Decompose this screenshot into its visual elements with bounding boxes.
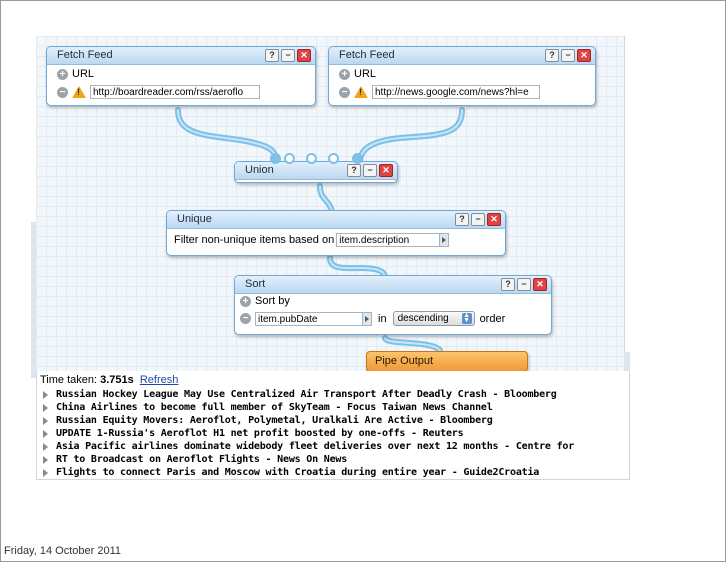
module-title: Unique xyxy=(177,213,212,225)
union-input-port-4[interactable] xyxy=(328,153,339,164)
union-input-port-5[interactable] xyxy=(352,153,363,164)
list-item[interactable]: Russian Equity Movers: Aeroflot, Polymet… xyxy=(43,414,629,427)
minimize-button[interactable]: − xyxy=(471,213,485,226)
union-input-port-1[interactable] xyxy=(270,153,281,164)
unique-module[interactable]: Unique ? − ✕ Filter non-unique items bas… xyxy=(166,210,506,256)
module-header[interactable]: Sort ? − ✕ xyxy=(235,276,551,294)
remove-url-icon[interactable]: − xyxy=(57,86,68,98)
help-button[interactable]: ? xyxy=(545,49,559,62)
fetch-feed-module-2[interactable]: Fetch Feed ? − ✕ + URL − http://news.goo… xyxy=(328,46,596,106)
close-button[interactable]: ✕ xyxy=(533,278,547,291)
result-list: Russian Hockey League May Use Centralize… xyxy=(43,388,629,479)
module-title: Fetch Feed xyxy=(339,49,395,61)
expand-triangle-icon[interactable] xyxy=(43,455,48,464)
minimize-button[interactable]: − xyxy=(281,49,295,62)
pipe-output-title: Pipe Output xyxy=(375,355,434,367)
url-input[interactable]: http://boardreader.com/rss/aeroflo xyxy=(90,85,260,99)
in-label: in xyxy=(378,312,387,325)
close-button[interactable]: ✕ xyxy=(379,164,393,177)
expand-triangle-icon[interactable] xyxy=(43,429,48,438)
module-title: Union xyxy=(245,164,274,176)
refresh-link[interactable]: Refresh xyxy=(139,374,179,386)
time-taken-value: 3.751s xyxy=(100,374,134,386)
union-module[interactable]: Union ? − ✕ xyxy=(234,161,398,183)
module-header[interactable]: Unique ? − ✕ xyxy=(167,211,505,229)
expand-triangle-icon[interactable] xyxy=(43,390,48,399)
canvas-right-strip xyxy=(624,352,630,382)
select-arrows-icon: ▲▼ xyxy=(461,312,472,324)
module-title: Sort xyxy=(245,278,266,290)
list-item[interactable]: RT to Broadcast on Aeroflot Flights - Ne… xyxy=(43,453,629,466)
url-input[interactable]: http://news.google.com/news?hl=e xyxy=(372,85,540,99)
minimize-button[interactable]: − xyxy=(561,49,575,62)
close-button[interactable]: ✕ xyxy=(577,49,591,62)
sort-order-value: descending xyxy=(397,313,449,324)
sort-module[interactable]: Sort ? − ✕ + Sort by − item.pubDate in d… xyxy=(234,275,552,335)
list-item[interactable]: Flights to connect Paris and Moscow with… xyxy=(43,466,629,479)
slide-date-footer: Friday, 14 October 2011 xyxy=(4,545,121,557)
debugger-results-panel: Time taken: 3.751s Refresh Russian Hocke… xyxy=(36,371,630,480)
sort-field-input[interactable]: item.pubDate xyxy=(255,311,363,326)
help-button[interactable]: ? xyxy=(347,164,361,177)
list-item[interactable]: China Airlines to become full member of … xyxy=(43,401,629,414)
remove-sort-icon[interactable]: − xyxy=(240,313,251,324)
time-taken-label: Time taken: xyxy=(40,374,98,386)
close-button[interactable]: ✕ xyxy=(297,49,311,62)
help-button[interactable]: ? xyxy=(501,278,515,291)
canvas-edge-strip xyxy=(31,222,36,378)
field-picker-arrow-icon[interactable] xyxy=(363,311,372,326)
wire-fetch2-union[interactable] xyxy=(357,107,465,165)
url-label: URL xyxy=(354,68,377,80)
expand-triangle-icon[interactable] xyxy=(43,403,48,412)
order-label: order xyxy=(479,312,506,325)
close-button[interactable]: ✕ xyxy=(487,213,501,226)
help-button[interactable]: ? xyxy=(265,49,279,62)
minimize-button[interactable]: − xyxy=(363,164,377,177)
warning-icon xyxy=(354,86,368,98)
expand-triangle-icon[interactable] xyxy=(43,468,48,477)
expand-triangle-icon[interactable] xyxy=(43,442,48,451)
module-header[interactable]: Fetch Feed ? − ✕ xyxy=(47,47,315,65)
pipe-output-module[interactable]: Pipe Output xyxy=(366,351,528,372)
unique-field-input[interactable]: item.description xyxy=(336,233,441,247)
add-url-icon[interactable]: + xyxy=(339,68,350,80)
filter-label: Filter non-unique items based on xyxy=(174,234,335,246)
warning-icon xyxy=(72,86,86,98)
expand-triangle-icon[interactable] xyxy=(43,416,48,425)
sort-by-label: Sort by xyxy=(255,295,290,307)
url-label: URL xyxy=(72,68,95,80)
sort-order-select[interactable]: descending ▲▼ xyxy=(392,311,475,326)
add-sort-icon[interactable]: + xyxy=(240,295,251,307)
help-button[interactable]: ? xyxy=(455,213,469,226)
module-title: Fetch Feed xyxy=(57,49,113,61)
minimize-button[interactable]: − xyxy=(517,278,531,291)
remove-url-icon[interactable]: − xyxy=(339,86,350,98)
union-input-port-3[interactable] xyxy=(306,153,317,164)
module-header[interactable]: Fetch Feed ? − ✕ xyxy=(329,47,595,65)
union-input-port-2[interactable] xyxy=(284,153,295,164)
field-picker-arrow-icon[interactable] xyxy=(440,233,450,247)
results-header: Time taken: 3.751s Refresh xyxy=(40,374,178,386)
fetch-feed-module-1[interactable]: Fetch Feed ? − ✕ + URL − http://boardrea… xyxy=(46,46,316,106)
wire-fetch1-union[interactable] xyxy=(175,107,279,165)
list-item[interactable]: Asia Pacific airlines dominate widebody … xyxy=(43,440,629,453)
module-header[interactable]: Union ? − ✕ xyxy=(235,162,397,180)
add-url-icon[interactable]: + xyxy=(57,68,68,80)
list-item[interactable]: UPDATE 1-Russia's Aeroflot H1 net profit… xyxy=(43,427,629,440)
list-item[interactable]: Russian Hockey League May Use Centralize… xyxy=(43,388,629,401)
